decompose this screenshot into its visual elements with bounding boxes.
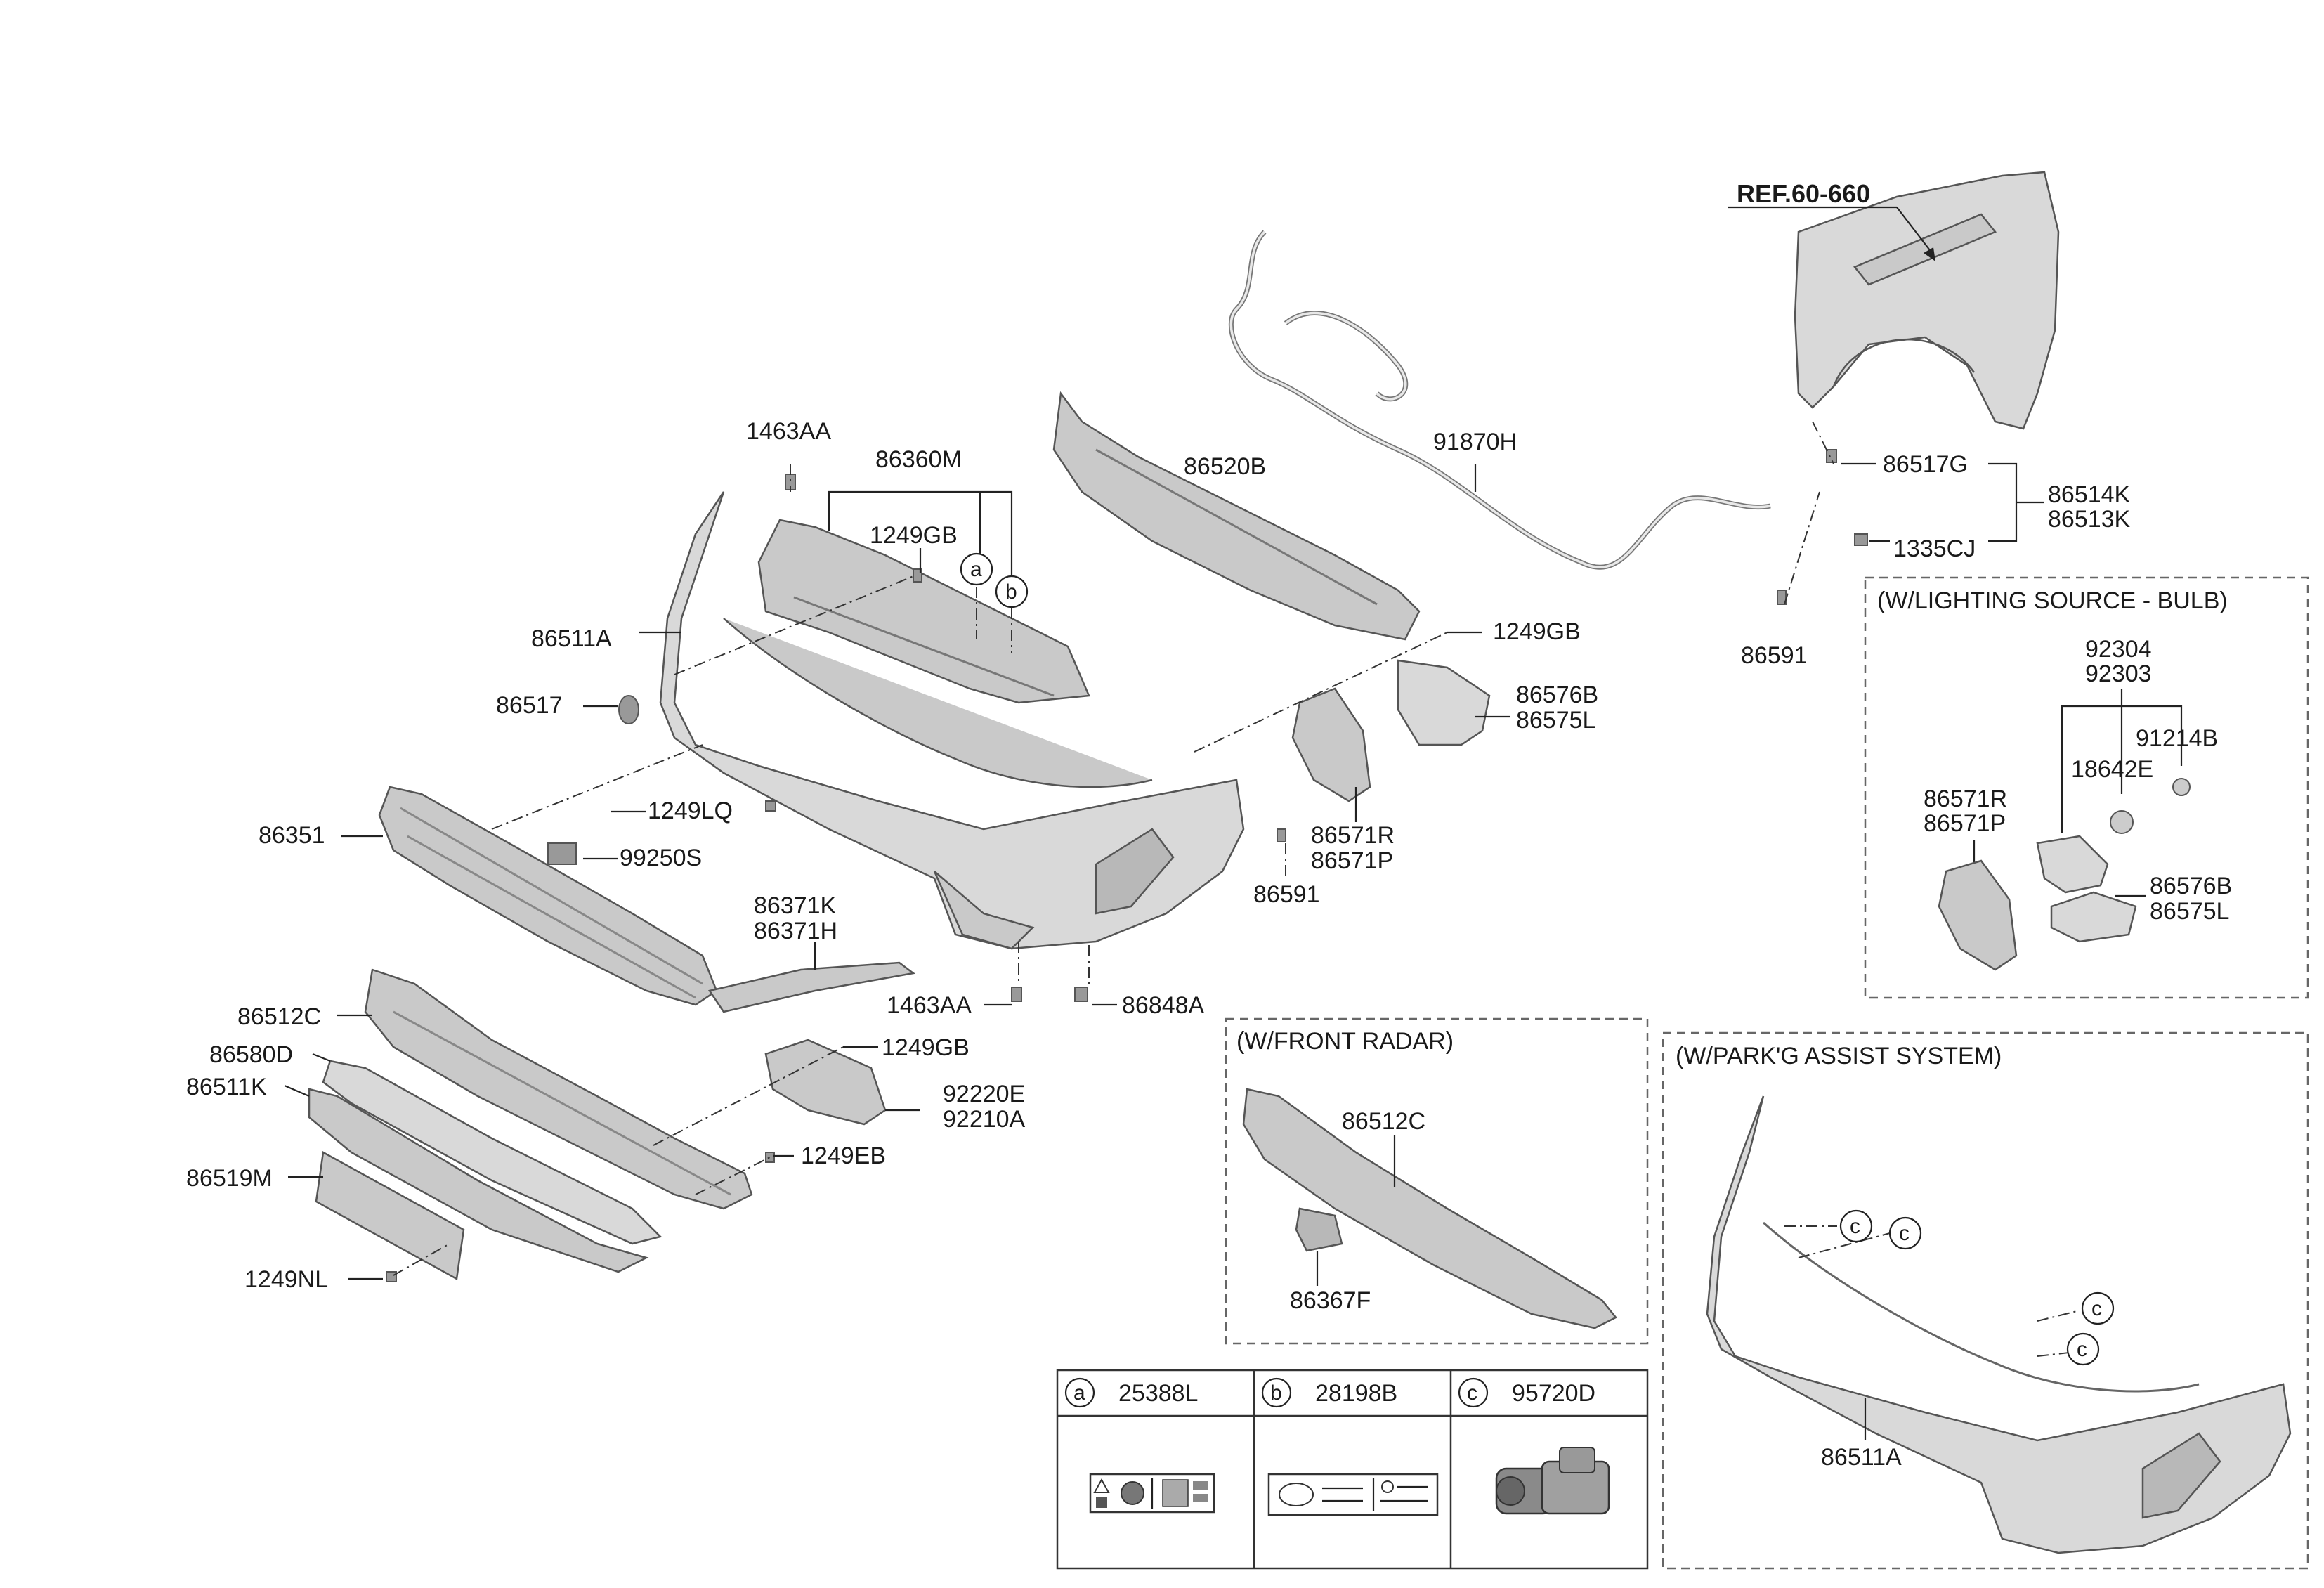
label-86511K: 86511K (186, 1074, 267, 1100)
label-92220E: 92220E (943, 1081, 1025, 1107)
lbox-label-92303: 92303 (2085, 660, 2152, 687)
park-box-title: (W/PARK'G ASSIST SYSTEM) (1676, 1043, 2002, 1069)
park-callout-c2: c (1899, 1222, 1910, 1245)
molding-part (707, 961, 916, 1013)
label-86371K: 86371K (754, 892, 837, 919)
upper-cover-part (757, 519, 1090, 704)
label-86576B: 86576B (1516, 682, 1598, 708)
lbox-label-86576B: 86576B (2150, 873, 2232, 899)
legend-b-letter: b (1270, 1381, 1282, 1405)
energy-absorber-part (1052, 391, 1421, 641)
lbox-label-18642E: 18642E (2071, 756, 2153, 783)
lbox-label-86571R: 86571R (1924, 786, 2007, 812)
park-callout-c3: c (2091, 1297, 2102, 1320)
label-86514K: 86514K (2048, 481, 2131, 508)
radar-box-title: (W/FRONT RADAR) (1236, 1028, 1454, 1055)
lbox-label-86575L: 86575L (2150, 898, 2229, 925)
park-callout-c4: c (2077, 1338, 2087, 1361)
label-86360M: 86360M (875, 446, 962, 473)
legend-c-part: 95720D (1512, 1380, 1595, 1407)
lbox-label-91214B: 91214B (2136, 725, 2218, 752)
legend-a-part: 25388L (1118, 1380, 1198, 1407)
label-86591-mid: 86591 (1253, 881, 1320, 908)
label-86517: 86517 (496, 692, 563, 719)
label-1463AA-top: 1463AA (746, 418, 831, 445)
label-86580D: 86580D (209, 1041, 293, 1068)
label-86351: 86351 (259, 822, 325, 849)
label-86517G: 86517G (1883, 451, 1968, 478)
lower-grille-part (364, 968, 753, 1210)
label-86512C: 86512C (237, 1003, 321, 1030)
label-86513K: 86513K (2048, 506, 2131, 533)
label-1249GB-low: 1249GB (882, 1034, 970, 1061)
label-1249NL: 1249NL (244, 1266, 328, 1293)
parking-sensor-icon (1495, 1447, 1610, 1515)
callout-b: b (995, 575, 1029, 608)
park-assist-box: (W/PARK'G ASSIST SYSTEM) c c c c 86511A (1662, 1031, 2309, 1570)
label-86571P: 86571P (1311, 847, 1393, 874)
label-99250S: 99250S (620, 845, 702, 871)
lbox-label-86571P: 86571P (1924, 810, 2006, 837)
radar-label-86367F: 86367F (1290, 1287, 1371, 1314)
label-86519M: 86519M (186, 1165, 273, 1192)
label-86575L: 86575L (1516, 707, 1595, 734)
label-1249GB-top: 1249GB (870, 522, 958, 549)
front-bumper-part (659, 491, 1245, 950)
label-86520B: 86520B (1184, 453, 1266, 480)
radar-label-86512C: 86512C (1342, 1108, 1425, 1135)
label-1463AA-bottom: 1463AA (887, 992, 972, 1019)
park-label-86511A: 86511A (1821, 1444, 1902, 1471)
label-91870H: 91870H (1433, 429, 1517, 455)
legend-c-letter: c (1467, 1381, 1477, 1405)
front-radar-box: (W/FRONT RADAR) 86512C 86367F (1225, 1017, 1649, 1345)
label-86511A: 86511A (531, 625, 612, 652)
label-86591-right: 86591 (1741, 642, 1808, 669)
lighting-box-title: (W/LIGHTING SOURCE - BULB) (1877, 587, 2228, 614)
legend-a-letter: a (1073, 1381, 1085, 1405)
lbox-label-92304: 92304 (2085, 636, 2152, 663)
fog-lamp-part (764, 1039, 887, 1126)
callout-a-text: a (970, 558, 982, 581)
label-86371H: 86371H (754, 918, 837, 944)
lighting-source-box: (W/LIGHTING SOURCE - BULB) 92304 92303 9… (1864, 576, 2309, 999)
legend-b-part: 28198B (1315, 1380, 1397, 1407)
warning-label-icon (1089, 1473, 1215, 1514)
info-label-icon (1267, 1473, 1439, 1516)
side-bracket-parts (1291, 659, 1491, 802)
legend-table: a 25388L b 28198B c 95720D (1056, 1369, 1649, 1570)
label-86571R: 86571R (1311, 822, 1395, 849)
license-plate-bracket-part (315, 1151, 465, 1280)
label-1249LQ: 1249LQ (648, 798, 733, 824)
label-1249GB-mid: 1249GB (1493, 618, 1581, 645)
label-86848A: 86848A (1122, 992, 1205, 1019)
grille-part (378, 786, 718, 1006)
ref-label: REF.60-660 (1737, 179, 1870, 208)
fender-part (1794, 171, 2060, 430)
part-labels: 1463AA 86360M 1249GB 86520B 91870H 86517… (186, 418, 2131, 1293)
lower-strip-parts (308, 1060, 662, 1273)
label-1335CJ: 1335CJ (1893, 535, 1976, 562)
wiring-harness-part (1228, 230, 1771, 570)
label-92210A: 92210A (943, 1106, 1026, 1133)
leader-lines (284, 421, 2044, 1280)
callout-b-text: b (1005, 580, 1017, 604)
park-callout-c1: c (1850, 1215, 1860, 1238)
callout-a: a (960, 552, 993, 586)
label-1249EB: 1249EB (801, 1143, 886, 1169)
